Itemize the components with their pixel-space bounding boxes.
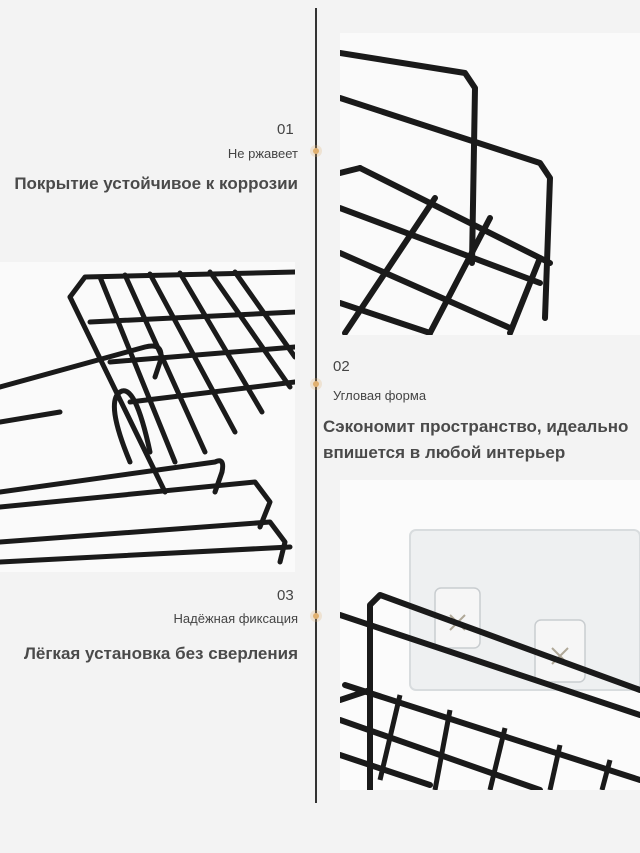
shelf-corner-closeup-photo [340,33,640,335]
feature-2-number: 02 [333,358,350,375]
feature-1-title: Не ржавеет [227,146,298,161]
feature-2-description-line1: Сэкономит пространство, идеально [323,417,629,436]
feature-3-description: Лёгкая установка без сверления [23,644,298,663]
timeline-dot-1 [313,148,319,154]
feature-1-number: 01 [277,121,294,138]
feature-2-description-line2: впишется в любой интерьер [323,443,566,462]
feature-3-title: Надёжная фиксация [173,611,298,626]
feature-3-number: 03 [277,587,294,604]
feature-1-description: Покрытие устойчивое к коррозии [14,174,298,193]
timeline-line [315,8,317,803]
shelf-mounting-hooks-photo [340,480,640,790]
timeline-dot-3 [313,613,319,619]
feature-2-title: Угловая форма [333,388,427,403]
timeline-dot-2 [313,381,319,387]
shelf-angle-photo [0,262,295,572]
